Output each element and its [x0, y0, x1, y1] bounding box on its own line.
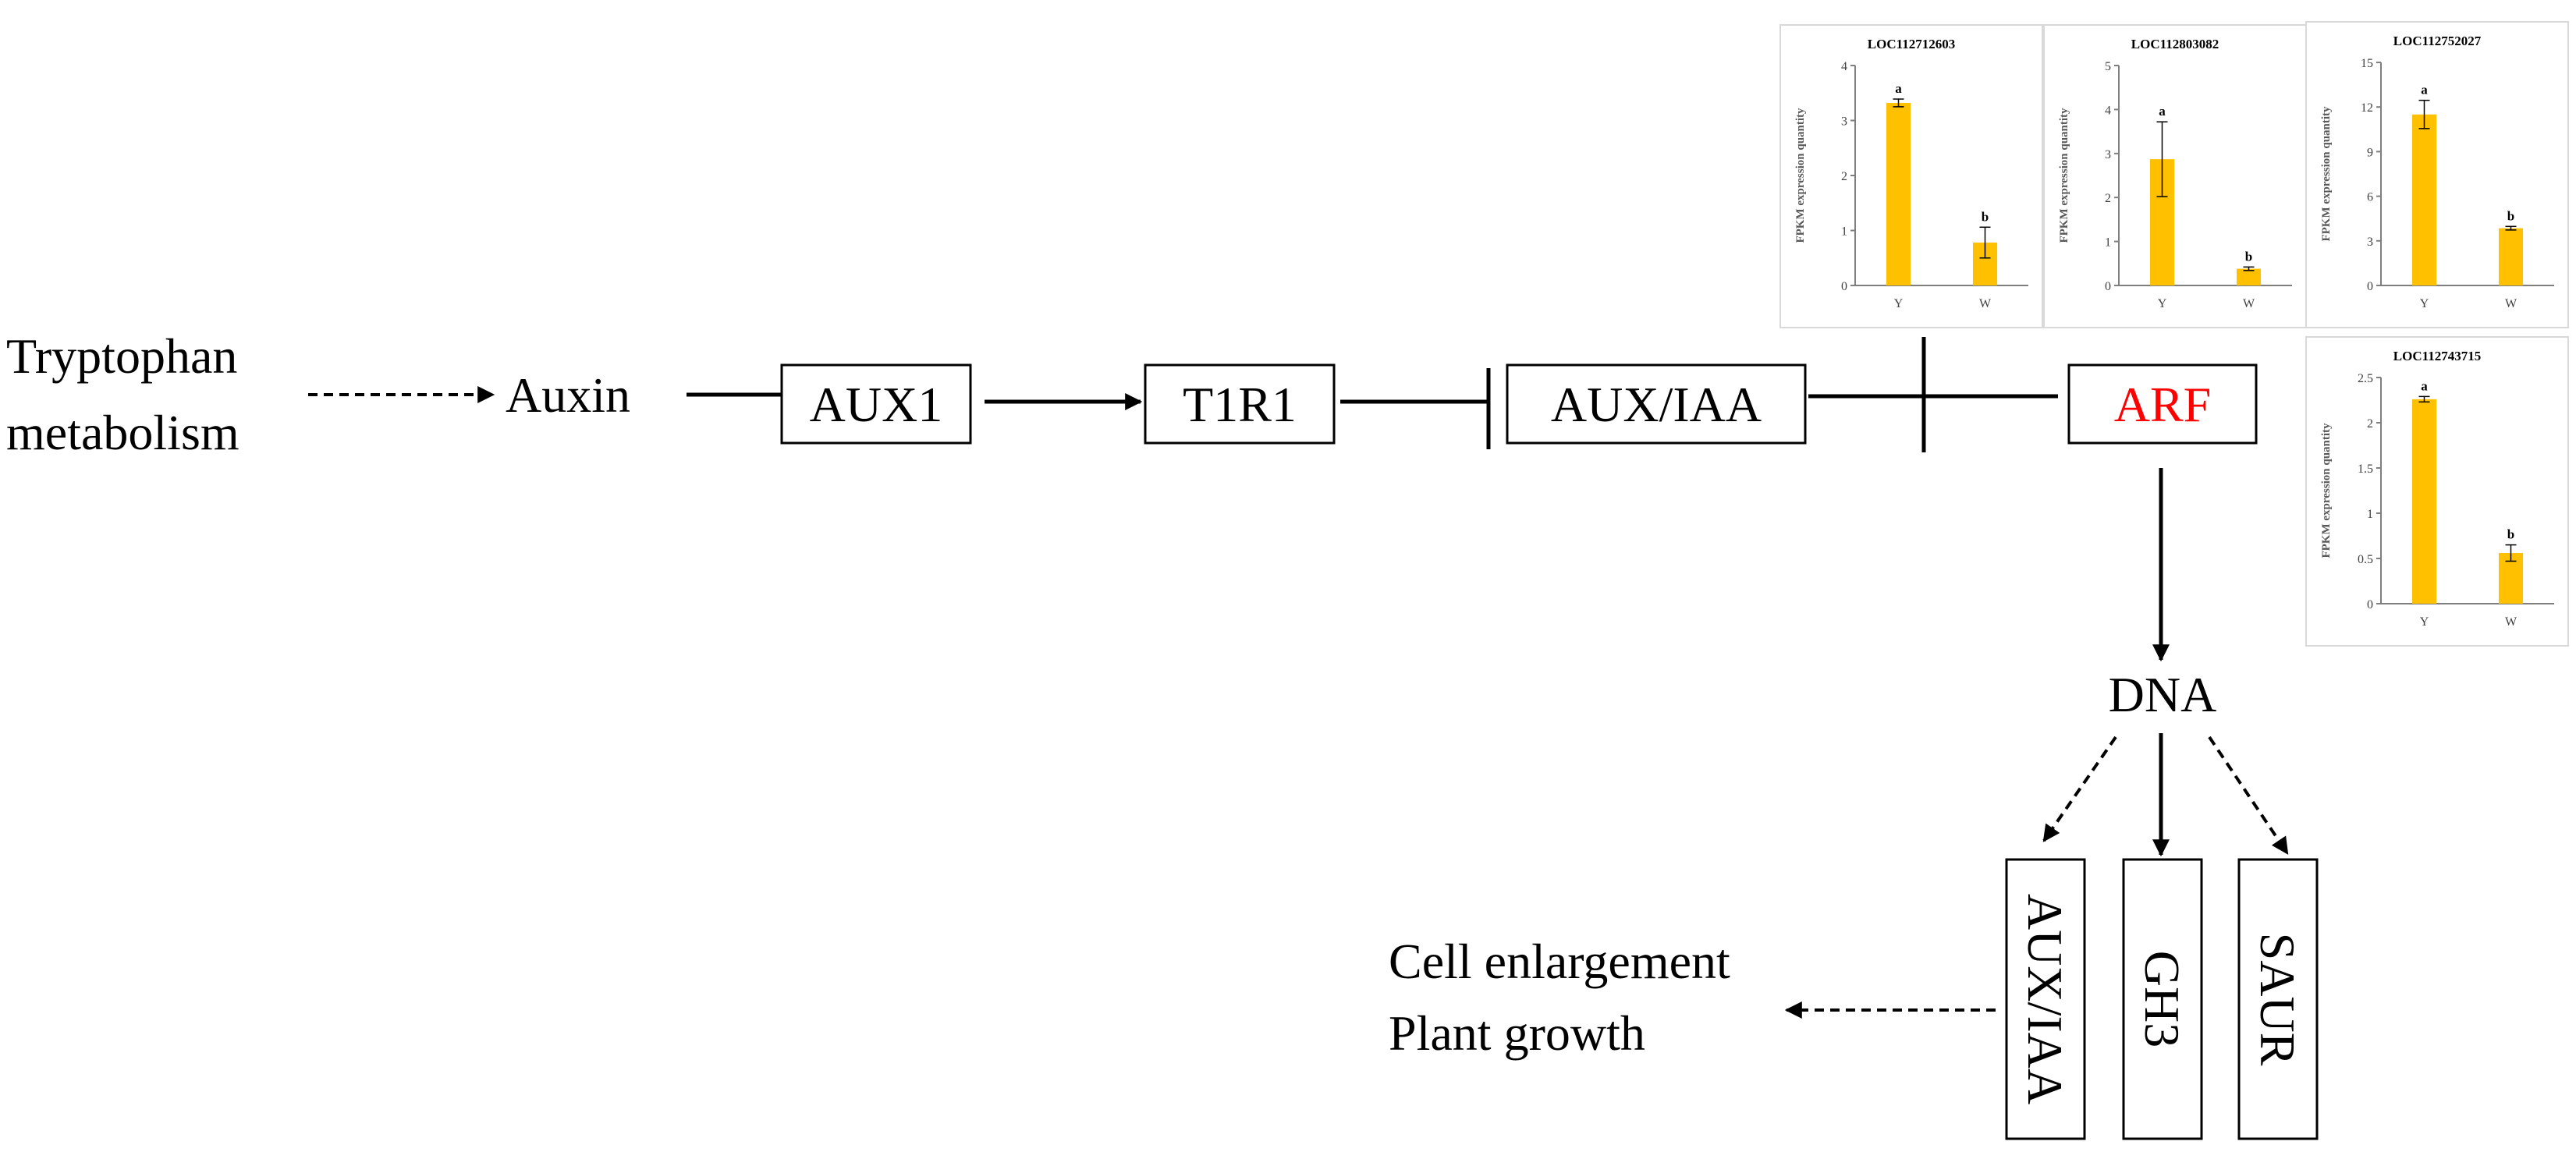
chart-ytick-label: 4 [2105, 104, 2111, 117]
chart-xtick-label: W [1979, 297, 1992, 310]
chart-significance-letter: b [2507, 208, 2514, 223]
source-label-line1: Tryptophan [6, 328, 237, 384]
chart-ytick-label: 9 [2367, 146, 2373, 159]
chart-ytick-label: 0 [1841, 280, 1847, 293]
chart-xtick-label: W [2243, 297, 2255, 310]
chart-ylabel: FPKM expression quantity [2320, 423, 2333, 558]
chart-frame [1779, 24, 2043, 328]
chart-ylabel: FPKM expression quantity [2058, 108, 2070, 243]
chart-ytick-label: 0 [2367, 280, 2373, 293]
target-auxiaa-box [2005, 858, 2086, 1140]
chart-frame [2305, 336, 2569, 647]
chart-xtick-label: W [2505, 297, 2517, 310]
chart-bar [2498, 228, 2524, 285]
auxiaa-box [1506, 363, 1807, 445]
aux1-label: AUX1 [810, 377, 943, 432]
chart-significance-letter: b [2245, 249, 2252, 264]
chart-title: LOC112803082 [2131, 37, 2219, 51]
chart-ytick-label: 2.5 [2358, 372, 2373, 385]
chart-xtick-label: Y [1894, 297, 1904, 310]
chart-ytick-label: 12 [2361, 101, 2373, 115]
chart-ytick-label: 15 [2361, 57, 2373, 70]
outcome-label-line1: Cell enlargement [1389, 934, 1730, 989]
dna-label: DNA [2109, 667, 2217, 722]
chart-xtick-label: Y [2420, 615, 2429, 629]
chart-ytick-label: 3 [2367, 236, 2373, 249]
chart-significance-letter: a [2421, 83, 2428, 97]
target-saur-box [2237, 858, 2319, 1140]
chart-title: LOC112712603 [1868, 37, 1955, 51]
chart-significance-letter: b [2507, 527, 2514, 542]
chart-ytick-label: 0 [2367, 598, 2373, 611]
chart-xtick-label: Y [2420, 297, 2429, 310]
chart-bar [2411, 114, 2437, 285]
chart-bar [2236, 268, 2262, 285]
target-gh3-box [2122, 858, 2203, 1140]
source-label-line2: metabolism [6, 405, 240, 460]
chart-bar [1886, 102, 1911, 285]
auxiaa-label: AUX/IAA [1551, 377, 1762, 432]
chart-significance-letter: a [2421, 378, 2428, 393]
chart-ytick-label: 1 [2367, 508, 2373, 521]
chart-ytick-label: 2 [2105, 192, 2111, 205]
chart-significance-letter: a [1895, 81, 1902, 96]
target-auxiaa-label: AUX/IAA [2017, 894, 2073, 1104]
arf-box [2067, 363, 2258, 445]
chart-ylabel: FPKM expression quantity [1794, 108, 1807, 243]
chart-ytick-label: 0.5 [2358, 553, 2373, 566]
chart-ytick-label: 0 [2105, 280, 2111, 293]
chart-title: LOC112743715 [2393, 349, 2481, 363]
arf-label: ARF [2114, 377, 2212, 432]
dashed-arrow-dna-to-saur [2208, 736, 2289, 855]
aux1-box [780, 363, 972, 445]
chart-xtick-label: W [2505, 615, 2517, 629]
chart-ytick-label: 2 [2367, 417, 2373, 431]
chart-ytick-label: 1.5 [2358, 463, 2373, 476]
tir1-box [1144, 363, 1336, 445]
outcome-label-line2: Plant growth [1389, 1005, 1645, 1061]
chart-ytick-label: 6 [2367, 191, 2373, 204]
chart-title: LOC112752027 [2393, 34, 2482, 48]
chart-ytick-label: 5 [2105, 60, 2111, 73]
tir1-label: T1R1 [1183, 377, 1297, 432]
chart-ytick-label: 1 [1841, 225, 1847, 239]
chart-ytick-label: 3 [1841, 115, 1847, 129]
chart-ytick-label: 1 [2105, 236, 2111, 250]
chart-significance-letter: a [2159, 104, 2166, 119]
chart-frame [2043, 24, 2307, 328]
chart-ytick-label: 2 [1841, 170, 1847, 183]
chart-ytick-label: 4 [1841, 60, 1847, 73]
dashed-arrow-dna-to-auxiaa [2042, 736, 2117, 842]
chart-xtick-label: Y [2158, 297, 2167, 310]
chart-bar [2411, 399, 2437, 604]
target-saur-label: SAUR [2250, 933, 2305, 1066]
chart-significance-letter: b [1982, 209, 1989, 224]
target-gh3-label: GH3 [2134, 951, 2190, 1047]
chart-frame [2305, 21, 2569, 328]
auxin-label: Auxin [506, 367, 630, 423]
chart-ylabel: FPKM expression quantity [2320, 106, 2333, 242]
chart-ytick-label: 3 [2105, 148, 2111, 161]
